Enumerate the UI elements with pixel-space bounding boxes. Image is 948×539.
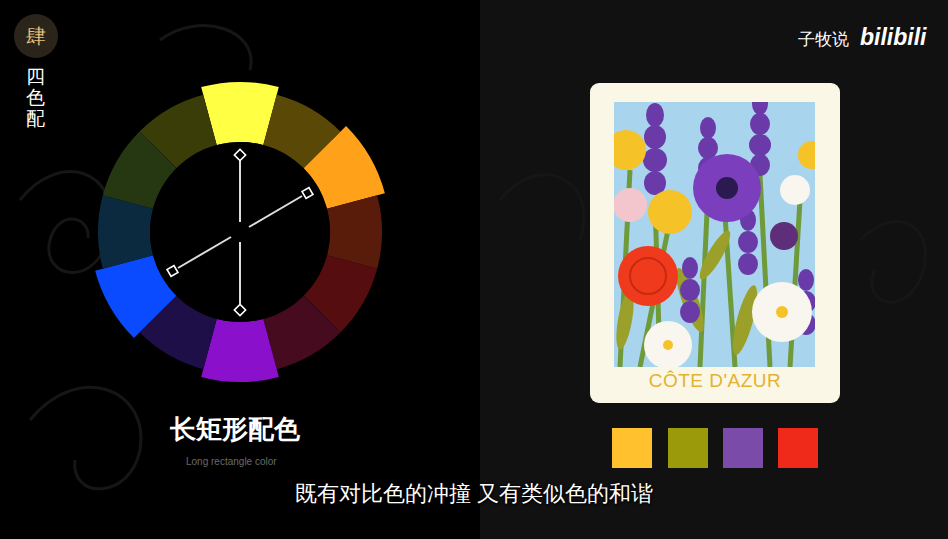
lavender-bud — [750, 113, 770, 135]
right-panel — [480, 0, 948, 539]
white-flower — [644, 321, 692, 367]
subtitle-english: Long rectangle color — [186, 456, 277, 468]
lavender-bud — [749, 134, 771, 156]
diamond-marker — [234, 149, 245, 160]
lavender-bud — [644, 125, 666, 149]
anemone-center — [716, 177, 738, 199]
ornament-swirl — [500, 175, 584, 240]
flower-illustration — [614, 102, 815, 367]
flower-center — [663, 340, 673, 350]
hand — [178, 237, 231, 268]
lavender-bud — [698, 137, 718, 159]
color-swatch — [668, 428, 708, 468]
section-title: 长矩形配色 — [170, 414, 300, 445]
diamond-marker — [302, 188, 313, 199]
ornament-swirl — [30, 387, 141, 489]
red-ranunculus — [618, 246, 678, 306]
diamond-marker — [234, 304, 245, 315]
anemone — [693, 154, 761, 222]
lavender-bud — [680, 301, 700, 323]
color-swatch — [723, 428, 763, 468]
ornament-swirl — [860, 221, 925, 302]
poster-card: CÔTE D'AZUR — [590, 83, 840, 403]
wheel-center — [150, 142, 330, 322]
wheel-segment — [70, 62, 409, 401]
yellow-flower — [648, 190, 692, 234]
hand — [239, 161, 241, 222]
leaf — [695, 227, 735, 282]
lavender-bud — [798, 269, 814, 291]
poster-card — [590, 83, 840, 403]
caption-bar: 既有对比色的冲撞 又有类似色的和谐 — [0, 481, 948, 507]
ranunculus-ring — [630, 258, 666, 294]
yellow-flower — [614, 130, 646, 170]
lavender-bud — [646, 103, 664, 127]
lavender-bud — [738, 253, 758, 275]
node-text: 肆 — [26, 26, 46, 46]
hand — [249, 196, 302, 227]
pink-flower — [614, 188, 647, 222]
yellow-flower — [798, 141, 815, 169]
ornament-swirl — [160, 26, 251, 70]
color-swatch — [778, 428, 818, 468]
ornament-swirl — [20, 172, 111, 273]
white-flower — [780, 175, 810, 205]
hand-diamonds — [167, 149, 313, 315]
diamond-marker — [167, 266, 178, 277]
subtitle: 既有对比色的冲撞 又有类似色的和谐 — [295, 481, 654, 506]
wheel-segment — [76, 68, 404, 396]
color-swatch — [612, 428, 652, 468]
lavender-bud — [700, 117, 716, 139]
wheel-segment — [70, 62, 409, 401]
badge-circle: 肆 — [14, 14, 58, 58]
wheel-segment — [76, 68, 404, 396]
lavender-bud — [738, 231, 758, 253]
clock-hands — [178, 161, 302, 304]
channel-name: 子牧说 — [798, 29, 849, 49]
white-flower — [752, 282, 812, 342]
vertical-heading: 四色配 — [26, 66, 45, 129]
hand — [239, 242, 241, 304]
color-wheel — [70, 62, 409, 401]
bud — [770, 222, 798, 250]
flower-center — [776, 306, 788, 318]
site-logo: bilibili — [860, 24, 926, 52]
lavender-bud — [680, 279, 700, 301]
ornament — [20, 26, 925, 489]
lavender-bud — [682, 257, 698, 279]
lavender-bud — [643, 148, 667, 172]
node-text: CÔTE D'AZUR — [649, 370, 782, 393]
